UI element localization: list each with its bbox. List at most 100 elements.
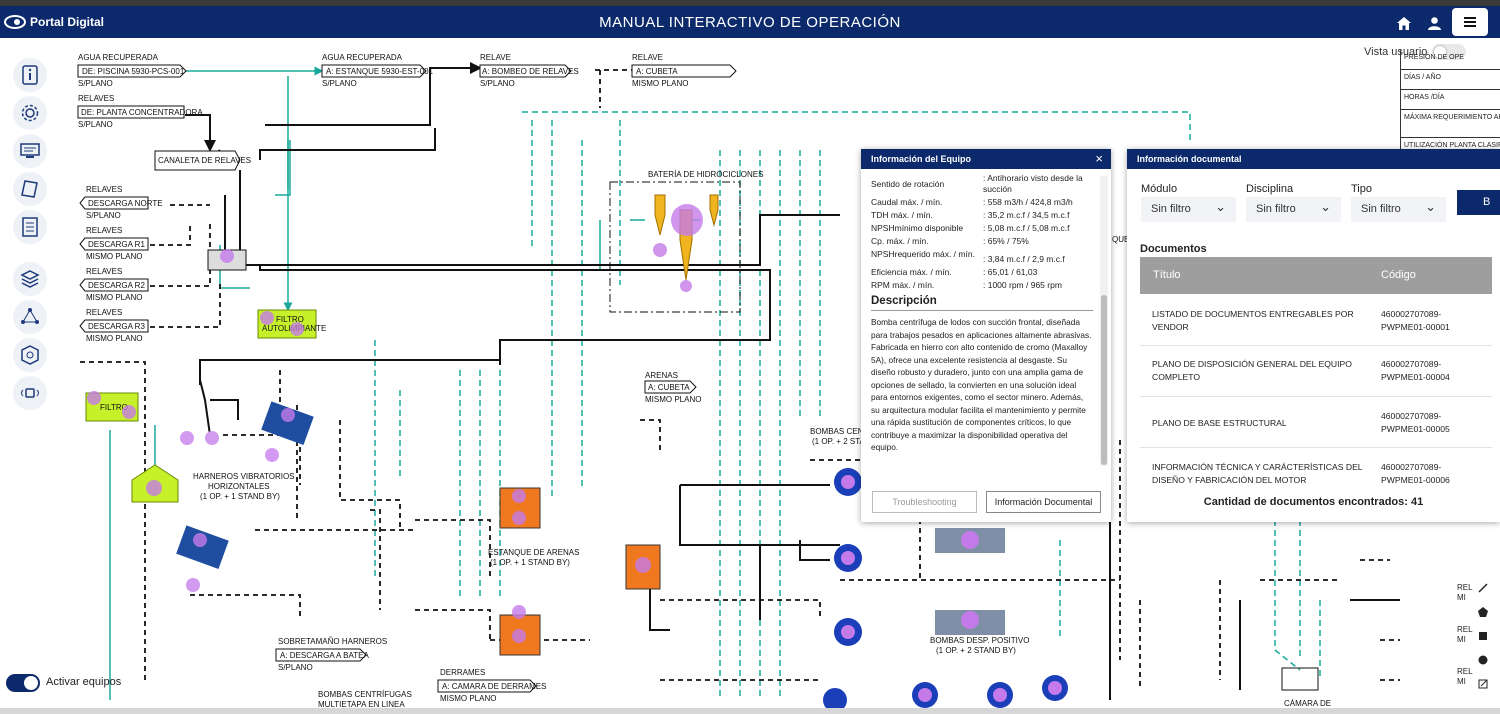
bottom-scrollbar[interactable] bbox=[0, 708, 1500, 714]
line-tool-icon[interactable] bbox=[1472, 576, 1494, 600]
label-derrames-title: DERRAMES bbox=[440, 668, 485, 677]
equipment-marker[interactable] bbox=[290, 322, 304, 336]
spec-key: NPSHmínimo disponible bbox=[871, 223, 964, 233]
label-sobre-title: SOBRETAMAÑO HARNEROS bbox=[278, 637, 387, 646]
equipment-panel-body[interactable]: Sentido de rotación: Antihorario visto d… bbox=[861, 169, 1101, 469]
equipment-marker[interactable] bbox=[122, 405, 136, 419]
table-row[interactable]: PLANO DE DISPOSICIÓN GENERAL DEL EQUIPO … bbox=[1140, 346, 1492, 397]
equipment-panel-scroll-thumb[interactable] bbox=[1101, 295, 1107, 465]
filter-tipo-select[interactable]: Sin filtro bbox=[1351, 197, 1446, 222]
vibrating-screen[interactable] bbox=[176, 525, 229, 569]
activar-equipos-toggle[interactable] bbox=[6, 674, 40, 692]
equipment-marker[interactable] bbox=[220, 249, 234, 263]
label-arenas-box[interactable]: A: CUBETA bbox=[648, 383, 690, 392]
equipment-marker[interactable] bbox=[680, 280, 692, 292]
vista-usuario-toggle[interactable] bbox=[1432, 44, 1466, 60]
equipment-marker[interactable] bbox=[281, 408, 295, 422]
close-icon[interactable]: × bbox=[1095, 151, 1103, 166]
equipment-marker[interactable] bbox=[186, 578, 200, 592]
equipment-marker[interactable] bbox=[512, 629, 526, 643]
equipment-marker[interactable] bbox=[180, 431, 194, 445]
gear-icon[interactable] bbox=[13, 96, 47, 130]
network-icon[interactable] bbox=[13, 300, 47, 334]
label-dn-title: RELAVES bbox=[86, 185, 122, 194]
camera360-icon[interactable] bbox=[13, 376, 47, 410]
equipment-marker[interactable] bbox=[193, 533, 207, 547]
document-icon[interactable] bbox=[13, 172, 47, 206]
hamburger-menu-icon[interactable] bbox=[1452, 8, 1488, 36]
row-title[interactable]: PLANO DE BASE ESTRUCTURAL bbox=[1152, 418, 1287, 428]
documental-info-button[interactable]: Información Documental bbox=[986, 491, 1101, 513]
equipment-marker[interactable] bbox=[671, 204, 703, 236]
label-sobre-sub: S/PLANO bbox=[278, 663, 313, 672]
equipment-marker[interactable] bbox=[635, 557, 651, 573]
right-data-table: PRESIÓN DE OPE DÍAS / AÑO HORAS /DÍA MÁX… bbox=[1400, 50, 1500, 158]
label-canaleta[interactable]: CANALETA DE RELAVES bbox=[158, 156, 251, 165]
label-dn-box[interactable]: DESCARGA NORTE bbox=[88, 199, 163, 208]
label-sobre-box[interactable]: A: DESCARGA A BATEA bbox=[280, 651, 369, 660]
equipment-marker[interactable] bbox=[146, 480, 162, 496]
table-row[interactable]: INFORMACIÓN TÉCNICA Y CARÁCTERÍSTICAS DE… bbox=[1140, 448, 1492, 490]
equipment-marker[interactable] bbox=[205, 431, 219, 445]
window-top-strip bbox=[0, 0, 1500, 6]
label-relave2-box[interactable]: A: CUBETA bbox=[636, 67, 678, 76]
table-row[interactable]: LISTADO DE DOCUMENTOS ENTREGABLES POR VE… bbox=[1140, 295, 1492, 346]
equipment-marker[interactable] bbox=[512, 511, 526, 525]
equipment-marker[interactable] bbox=[512, 605, 526, 619]
right-table-cell: PRESIÓN DE OPE bbox=[1401, 50, 1500, 70]
spec-row: NPSHrequerido máx. / mín.: 3,84 m.c.f / … bbox=[871, 249, 1093, 265]
monitor-icon[interactable] bbox=[13, 134, 47, 168]
hydrocyclone-battery[interactable] bbox=[609, 181, 741, 313]
home-icon[interactable] bbox=[1393, 12, 1415, 34]
edit-tool-icon[interactable] bbox=[1472, 672, 1494, 696]
cube-icon[interactable] bbox=[13, 338, 47, 372]
equipment-marker[interactable] bbox=[87, 391, 101, 405]
rectangle-tool-icon[interactable] bbox=[1472, 624, 1494, 648]
label-ques: QUES bbox=[1112, 235, 1135, 244]
equipment-marker[interactable] bbox=[260, 311, 274, 325]
equipment-panel-header: Información del Equipo × bbox=[861, 149, 1111, 169]
label-r3-box[interactable]: DESCARGA R3 bbox=[88, 322, 145, 331]
pumps-group[interactable] bbox=[823, 468, 1068, 712]
label-r2-box[interactable]: DESCARGA R2 bbox=[88, 281, 145, 290]
spec-key: TDH máx. / mín. bbox=[871, 210, 933, 220]
label-r1-box[interactable]: DESCARGA R1 bbox=[88, 240, 145, 249]
equipment-marker[interactable] bbox=[653, 243, 667, 257]
label-agua2-box[interactable]: A: ESTANQUE 5930-EST-001 bbox=[326, 67, 434, 76]
filter-disciplina-select[interactable]: Sin filtro bbox=[1246, 197, 1341, 222]
search-button[interactable]: B bbox=[1457, 190, 1500, 215]
right-edge-labels: REL MI REL MI REL MI bbox=[1457, 583, 1473, 687]
row-title[interactable]: PLANO DE DISPOSICIÓN GENERAL DEL EQUIPO … bbox=[1152, 359, 1352, 382]
vibrating-screen[interactable] bbox=[261, 401, 314, 445]
label-r3-title: RELAVES bbox=[86, 308, 122, 317]
label-relave2-sub: MISMO PLANO bbox=[632, 79, 688, 88]
label-relaves-box[interactable]: DE: PLANTA CONCENTRADORA bbox=[81, 108, 203, 117]
spec-value: : Antihorario visto desde la succión bbox=[983, 173, 1083, 194]
row-title[interactable]: LISTADO DE DOCUMENTOS ENTREGABLES POR VE… bbox=[1152, 309, 1354, 332]
spec-value: : 35,2 m.c.f / 34,5 m.c.f bbox=[983, 210, 1070, 220]
label-agua1-title: AGUA RECUPERADA bbox=[78, 53, 159, 62]
checklist-icon[interactable] bbox=[13, 210, 47, 244]
portal-logo-icon bbox=[4, 15, 26, 29]
circle-tool-icon[interactable] bbox=[1472, 648, 1494, 672]
label-relave1-box[interactable]: A: BOMBEO DE RELAVES bbox=[482, 67, 579, 76]
user-icon[interactable] bbox=[1423, 12, 1445, 34]
camara-tank[interactable] bbox=[1281, 667, 1319, 691]
row-title[interactable]: INFORMACIÓN TÉCNICA Y CARÁCTERÍSTICAS DE… bbox=[1152, 462, 1363, 485]
filter-modulo-select[interactable]: Sin filtro bbox=[1141, 197, 1236, 222]
equipment-marker[interactable] bbox=[265, 448, 279, 462]
polygon-tool-icon[interactable] bbox=[1472, 600, 1494, 624]
layers-icon[interactable] bbox=[13, 262, 47, 296]
info-icon[interactable] bbox=[13, 58, 47, 92]
hydrocyclone[interactable] bbox=[654, 194, 666, 236]
troubleshooting-button[interactable]: Troubleshooting bbox=[872, 491, 977, 513]
hydrocyclone[interactable] bbox=[709, 194, 719, 227]
equipment-panel-title: Información del Equipo bbox=[871, 154, 972, 164]
process-flow-diagram[interactable]: AGUA RECUPERADA DE: PISCINA 5930-PCS-001… bbox=[60, 40, 1400, 714]
label-arenas-sub: MISMO PLANO bbox=[645, 395, 701, 404]
label-agua1-box[interactable]: DE: PISCINA 5930-PCS-001 bbox=[82, 67, 185, 76]
label-derrames-box[interactable]: A: CAMARA DE DERRAMES bbox=[442, 682, 546, 691]
equipment-marker[interactable] bbox=[512, 489, 526, 503]
spec-value: : 65,01 / 61,03 bbox=[983, 267, 1038, 277]
